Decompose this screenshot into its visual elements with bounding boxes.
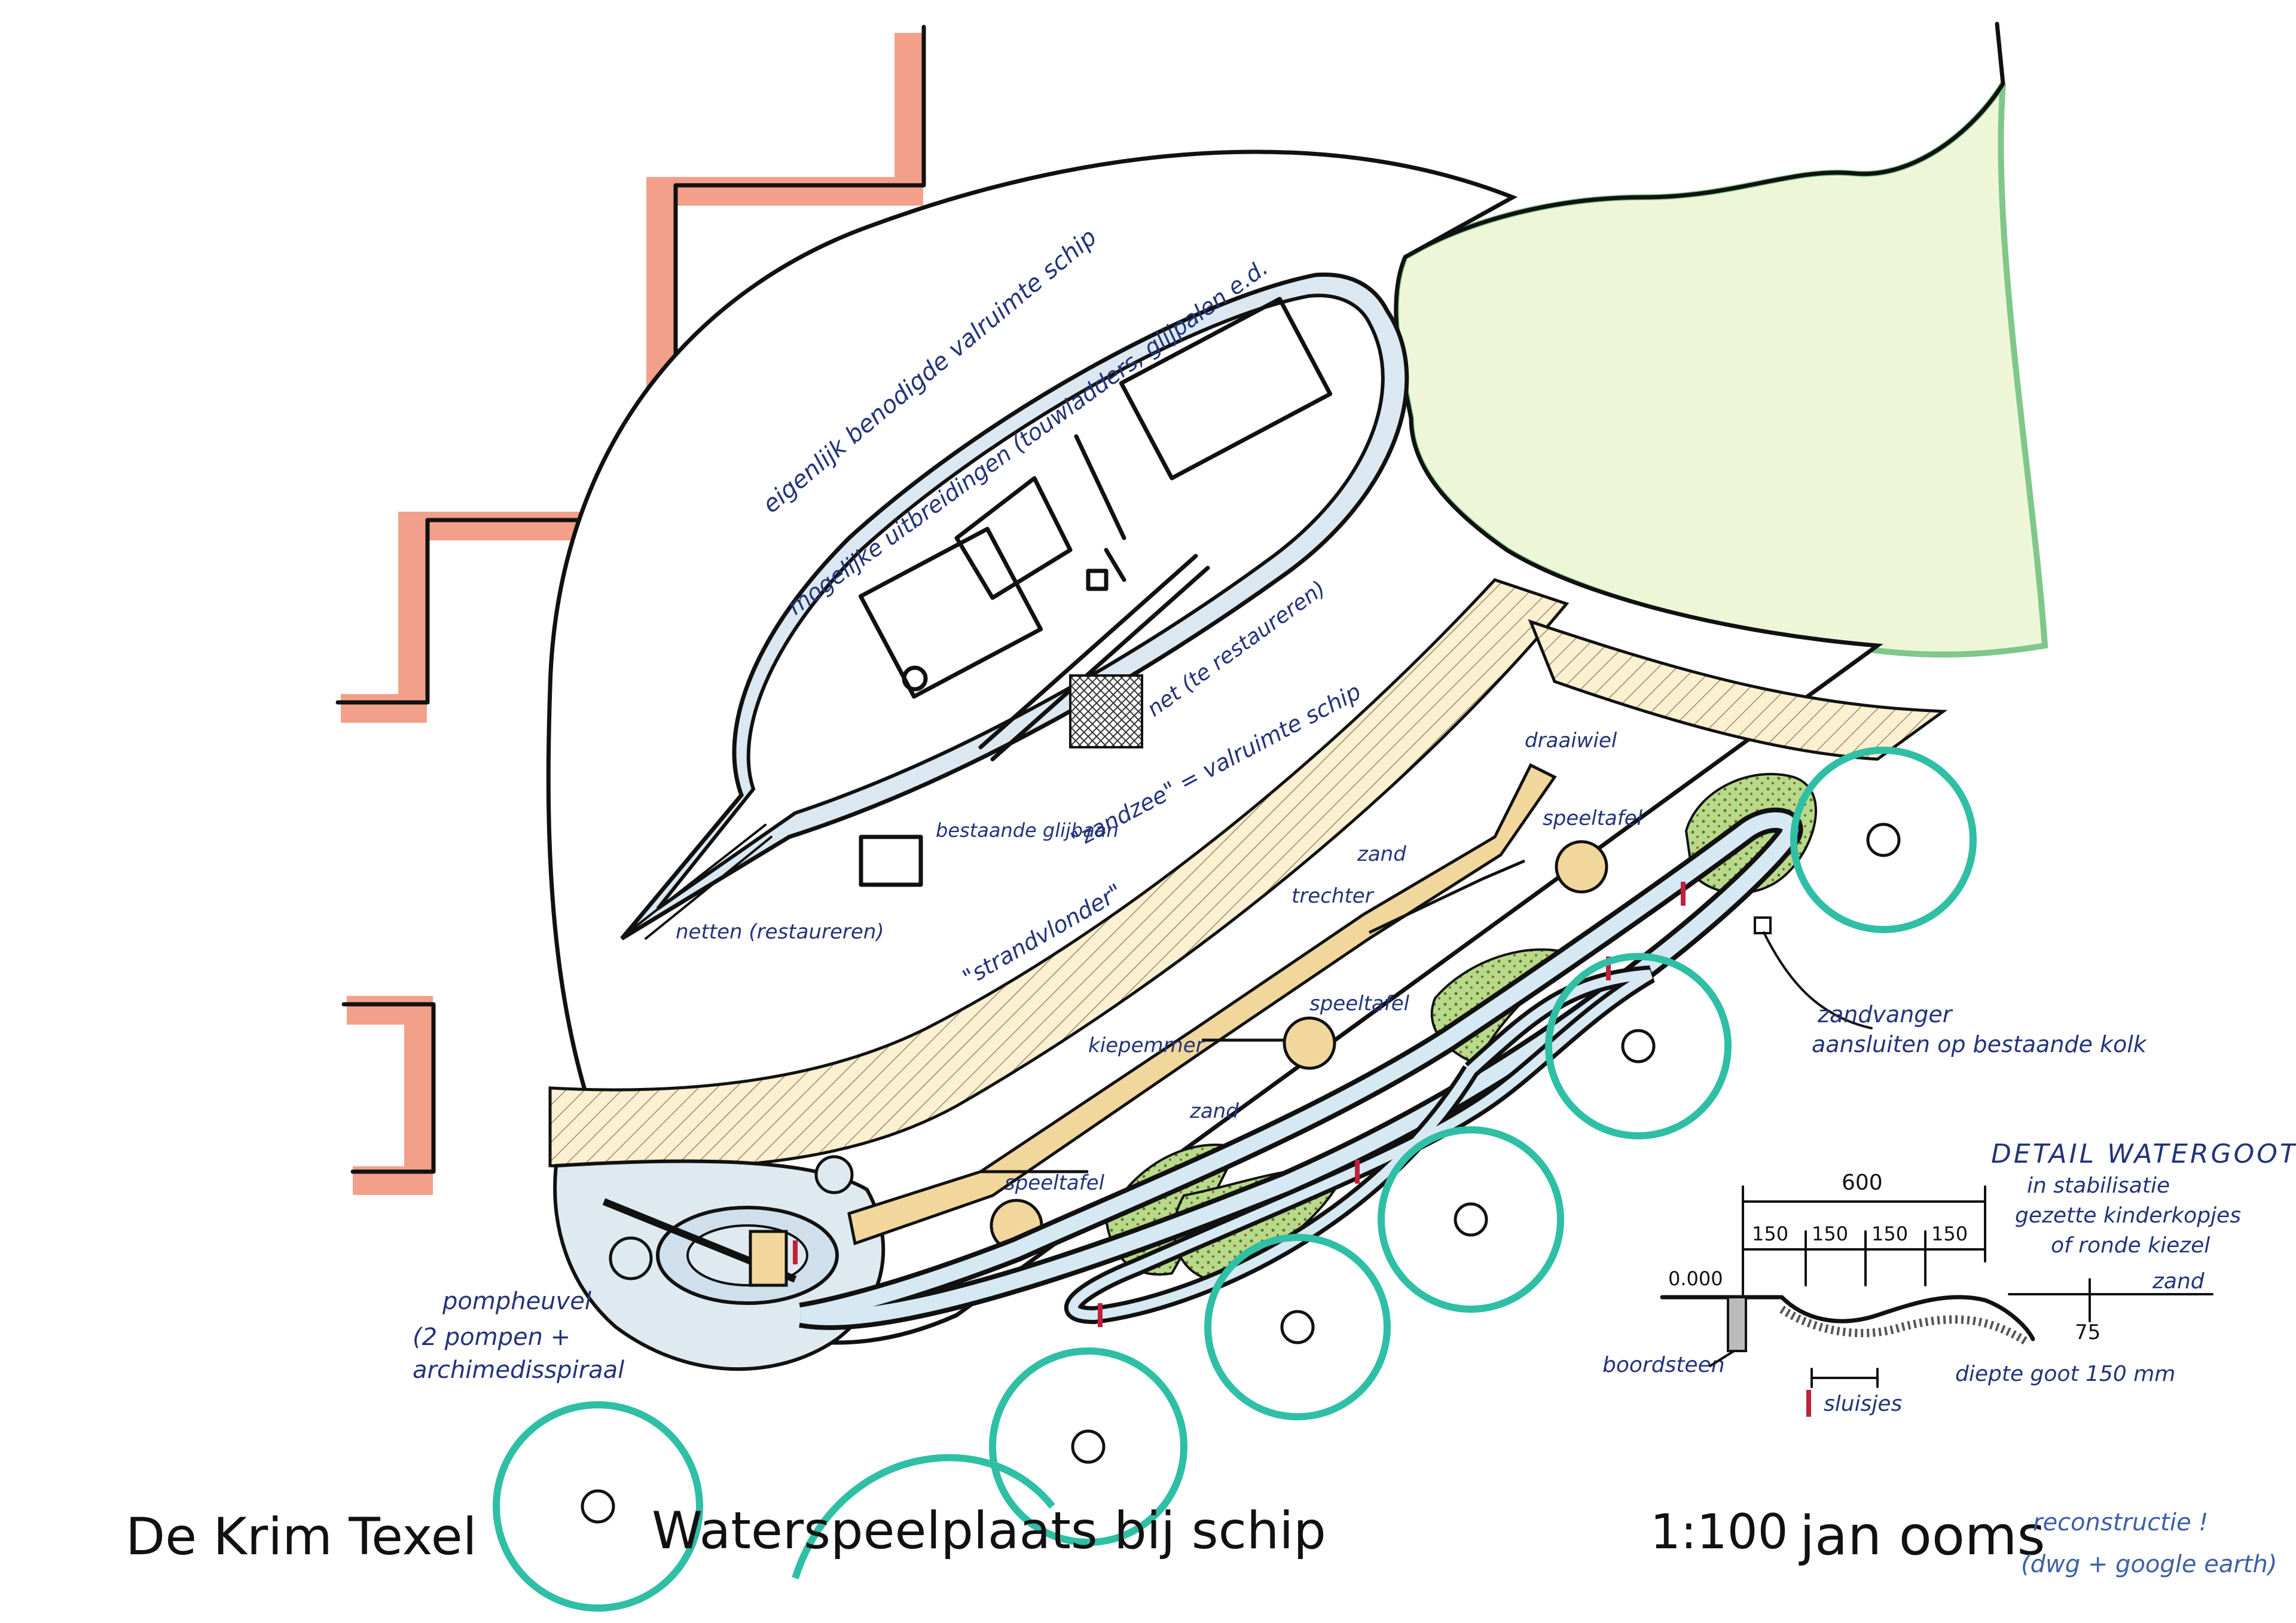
detail-section	[1660, 1295, 2035, 1347]
ship-cabin-left	[858, 527, 1043, 699]
detail-desc-2: gezette kinderkopjes	[2015, 1203, 2241, 1228]
vegetation-edge	[1403, 22, 2005, 259]
ship-nets-lines	[627, 824, 773, 940]
detail-kerb	[1727, 1296, 1747, 1352]
label-zandvanger-1: zandvanger	[1817, 1001, 1953, 1028]
tree-trunks	[581, 823, 1901, 1524]
title-note-1: reconstructie !	[2033, 1509, 2208, 1536]
detail-kerb-label: boordsteen	[1602, 1353, 1725, 1377]
tree-6	[493, 1401, 703, 1612]
title-main: Waterspeelplaats bij schip	[652, 1501, 1326, 1561]
detail-seg-2: 150	[1812, 1222, 1848, 1245]
slide-box	[859, 835, 923, 887]
detail-gravel	[1779, 1306, 2029, 1346]
label-kiepemmer: kiepemmer	[1088, 1034, 1205, 1057]
label-trechter: trechter	[1292, 884, 1375, 908]
label-pump-hill-2: (2 pompen +	[413, 1324, 570, 1351]
detail-total-width: 600	[1842, 1170, 1883, 1195]
label-speeltafel-1: speeltafel	[1543, 806, 1643, 830]
title-note-2: (dwg + google earth)	[2021, 1551, 2277, 1578]
label-nets: netten (restaureren)	[676, 920, 884, 944]
beach-deck	[548, 578, 1570, 1170]
label-zand-1: zand	[1357, 842, 1406, 866]
ship-mast	[1074, 434, 1126, 582]
detail-sluices: sluisjes	[1824, 1392, 1902, 1416]
ship-cabin-right	[1119, 297, 1333, 481]
ship-bollard	[902, 665, 928, 692]
detail-depth-mark: 75	[2075, 1321, 2100, 1344]
title-location: De Krim Texel	[126, 1507, 477, 1567]
label-draaiwiel: draaiwiel	[1525, 729, 1617, 753]
tree-1	[1790, 747, 1977, 933]
tree-5	[989, 1347, 1187, 1546]
label-speeltafel-3: speeltafel	[1004, 1171, 1105, 1195]
label-speeltafel-2: speeltafel	[1309, 992, 1410, 1016]
detail-sand: zand	[2152, 1269, 2205, 1294]
timber-channel	[847, 763, 1557, 1246]
ship-deck	[656, 294, 1385, 910]
detail-desc-3: of ronde kiezel	[2051, 1233, 2210, 1258]
trees	[493, 747, 1977, 1612]
detail-level: 0.000	[1668, 1267, 1723, 1290]
detail-sluice-dim	[1810, 1368, 1879, 1388]
play-table-1	[1555, 840, 1608, 894]
detail-kerb-leader	[1709, 1350, 1735, 1367]
title-scale: 1:100	[1650, 1504, 1788, 1560]
title-author: jan ooms	[1799, 1505, 2045, 1567]
play-table-2	[1283, 1016, 1336, 1070]
ship-net	[1069, 674, 1143, 748]
tree-3	[1378, 1126, 1564, 1313]
detail-seg-3: 150	[1871, 1222, 1908, 1245]
detail-title: DETAIL WATERGOOT	[1991, 1139, 2296, 1169]
sand-trap-leader	[1763, 931, 1873, 1029]
detail-depth-text: diepte goot 150 mm	[1955, 1362, 2175, 1386]
tree-2	[1545, 953, 1732, 1139]
pump-2	[814, 1155, 854, 1194]
tree-7	[792, 1454, 1055, 1579]
water-gutter-inner	[799, 812, 1799, 1325]
ship-cabin-mid	[954, 476, 1073, 600]
detail-seg-1: 150	[1752, 1222, 1788, 1245]
detail-watergoot: DETAIL WATERGOOT in stabilisatie gezette…	[1602, 1139, 2296, 1417]
label-zand-2: zand	[1189, 1099, 1239, 1123]
label-pump-hill-3: archimedisspiraal	[413, 1356, 624, 1384]
spiral-crank	[749, 1230, 788, 1287]
sand-trap	[1754, 916, 1772, 934]
label-slide: bestaande glijbaan	[936, 819, 1119, 842]
label-pump-hill-1: pompheuvel	[442, 1288, 591, 1315]
detail-desc-1: in stabilisatie	[2027, 1173, 2170, 1198]
label-zandvanger-2: aansluiten op bestaande kolk	[1812, 1031, 2148, 1057]
beach-deck-upper	[1528, 619, 1948, 761]
tree-4	[1204, 1234, 1391, 1420]
detail-seg-4: 150	[1931, 1222, 1968, 1245]
ship-hatch	[1086, 568, 1109, 591]
timber-branch-1	[1368, 859, 1525, 934]
ship-deck-rail	[978, 554, 1210, 762]
pump-1	[609, 1236, 653, 1280]
detail-dim-lines	[1742, 1185, 1986, 1298]
